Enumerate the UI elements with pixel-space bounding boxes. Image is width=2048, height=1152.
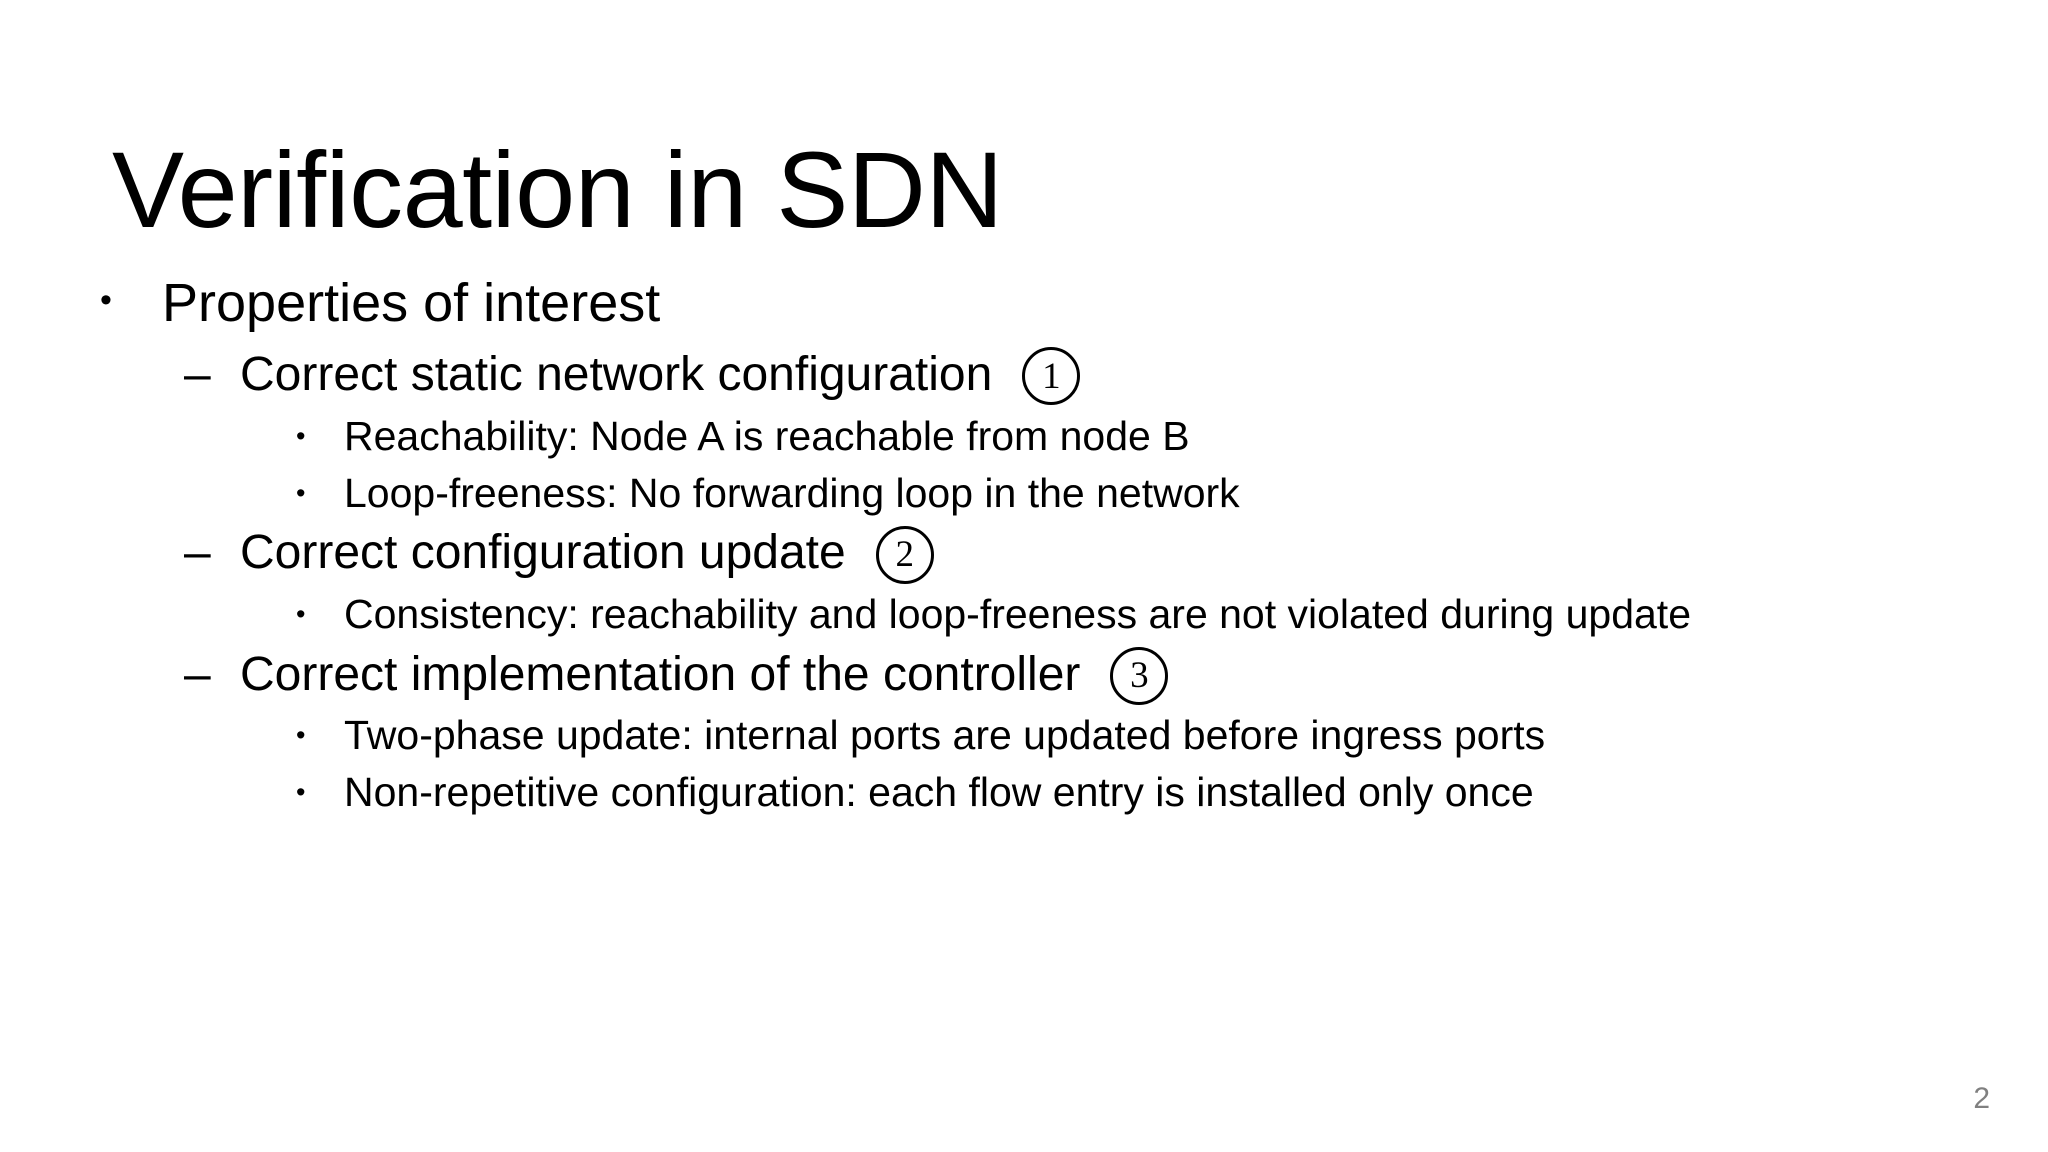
bullet-item-level3: • Two-phase update: internal ports are u… — [100, 708, 1980, 763]
bullet-item-level3: • Loop-freeness: No forwarding loop in t… — [100, 466, 1980, 521]
bullet-text: Properties of interest — [162, 273, 661, 333]
bullet-marker-icon: • — [100, 281, 112, 319]
bullet-text: Correct implementation of the controller — [240, 647, 1081, 701]
bullet-text: Non-repetitive configuration: each flow … — [344, 769, 1534, 816]
circled-number-badge: 2 — [875, 525, 934, 584]
bullet-item-level3: • Consistency: reachability and loop-fre… — [100, 587, 1980, 642]
bullet-item-level1: • Properties of interest — [100, 268, 1980, 338]
bullet-marker-icon: • — [296, 477, 306, 508]
bullet-text-with-badge: Correct static network configuration 1 — [240, 344, 1980, 406]
bullet-item-level3: • Reachability: Node A is reachable from… — [100, 409, 1980, 464]
bullet-text: Two-phase update: internal ports are upd… — [344, 712, 1546, 759]
dash-marker-icon: – — [184, 647, 211, 701]
bullet-item-level2: – Correct configuration update 2 — [100, 522, 1980, 584]
bullet-text-with-badge: Correct configuration update 2 — [240, 522, 1980, 584]
bullet-item-level2: – Correct static network configuration 1 — [100, 344, 1980, 406]
bullet-text: Correct static network configuration — [240, 348, 993, 402]
bullet-item-level2: – Correct implementation of the controll… — [100, 644, 1980, 706]
circled-number-badge: 1 — [1022, 347, 1081, 406]
bullet-item-level3: • Non-repetitive configuration: each flo… — [100, 765, 1980, 820]
bullet-marker-icon: • — [296, 598, 306, 629]
page-title: Verification in SDN — [112, 129, 1003, 251]
slide-body: • Properties of interest – Correct stati… — [100, 268, 1980, 822]
bullet-marker-icon: • — [296, 420, 306, 451]
circled-number-badge: 3 — [1110, 646, 1169, 705]
bullet-text: Loop-freeness: No forwarding loop in the… — [344, 469, 1240, 516]
bullet-text-with-badge: Correct implementation of the controller… — [240, 644, 1980, 706]
bullet-text: Correct configuration update — [240, 526, 846, 580]
bullet-marker-icon: • — [296, 777, 306, 808]
bullet-marker-icon: • — [296, 720, 306, 751]
bullet-text: Reachability: Node A is reachable from n… — [344, 412, 1190, 459]
bullet-text: Consistency: reachability and loop-freen… — [344, 590, 1691, 637]
dash-marker-icon: – — [184, 348, 211, 402]
page-number: 2 — [1973, 1082, 1990, 1115]
dash-marker-icon: – — [184, 526, 211, 580]
